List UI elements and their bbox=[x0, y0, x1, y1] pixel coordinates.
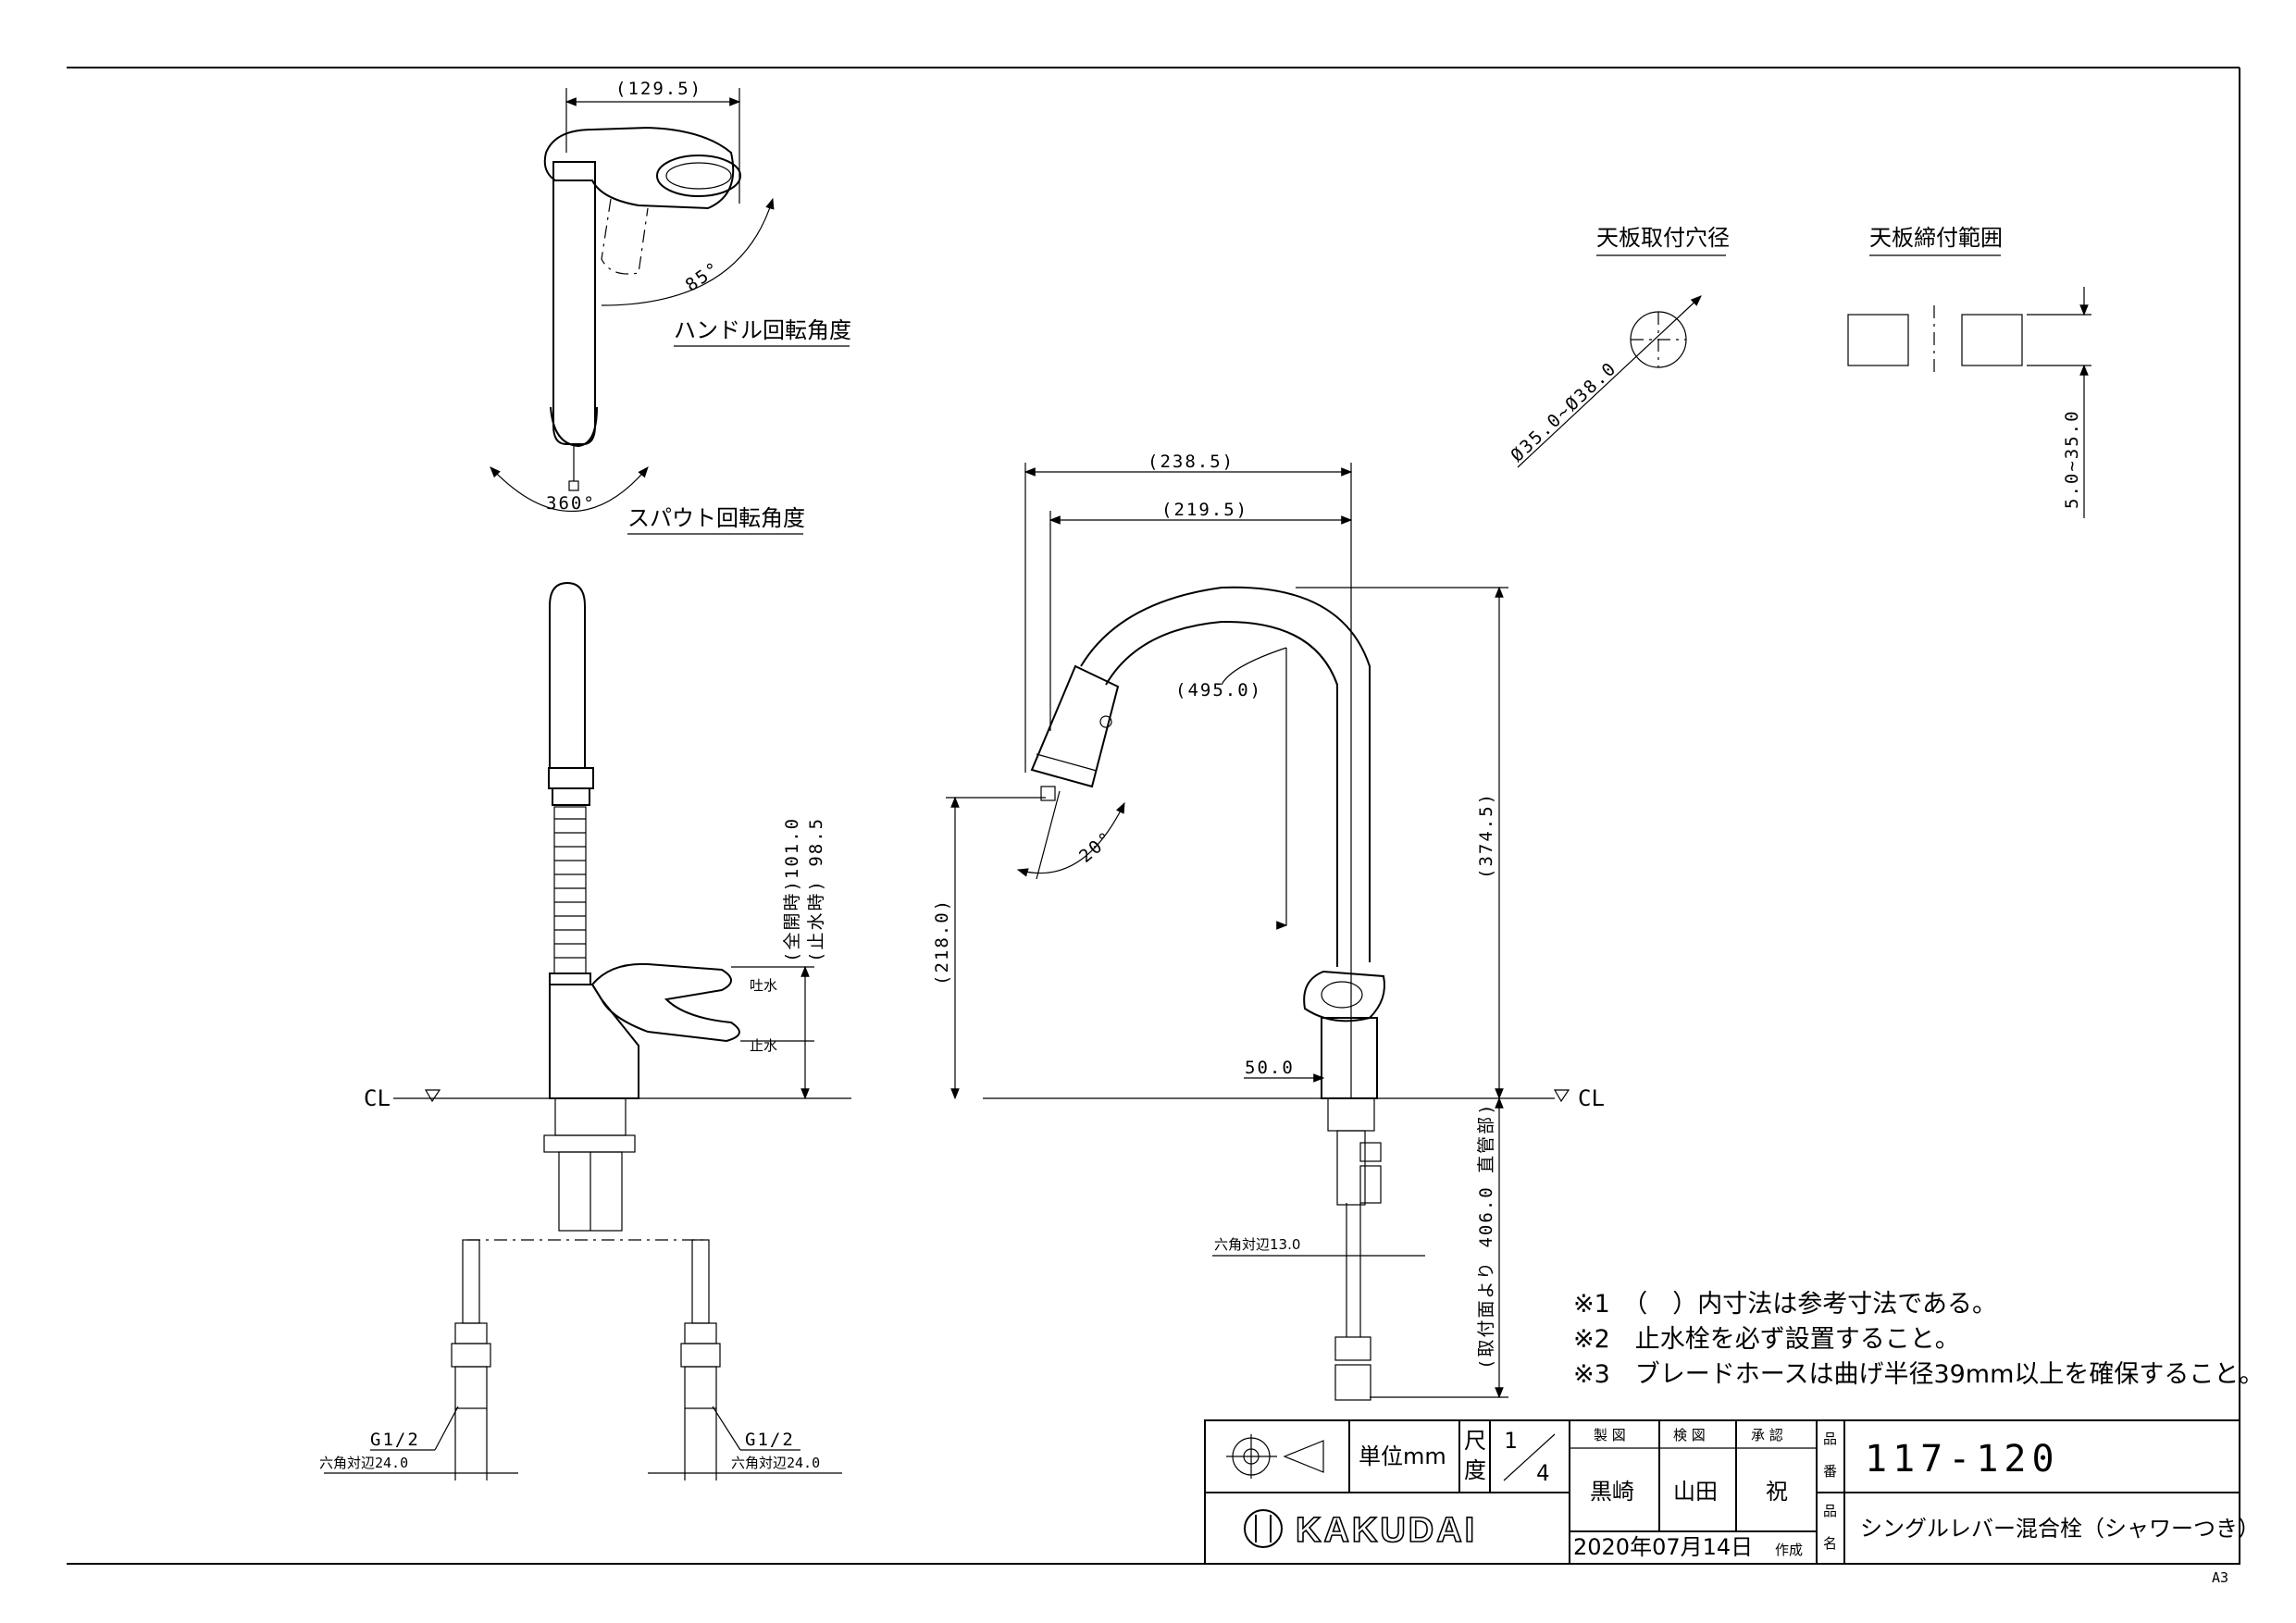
hole-label: 天板取付穴径 bbox=[1596, 225, 1730, 251]
top-view: (129.5) 85° ハンドル回転角度 360° スパウト回転角度 bbox=[490, 79, 851, 535]
name-label-2: 名 bbox=[1823, 1535, 1837, 1552]
part-no-label-1: 品 bbox=[1823, 1431, 1837, 1447]
note-2: ※2 止水栓を必ず設置すること。 bbox=[1573, 1325, 1960, 1354]
drawn-head: 製 図 bbox=[1594, 1427, 1626, 1443]
right-hex-label: 六角対辺24.0 bbox=[731, 1455, 820, 1471]
dim-495: (495.0) bbox=[1175, 680, 1262, 700]
clamp-dim: 5.0~35.0 bbox=[2062, 409, 2082, 509]
clamp-label: 天板締付範囲 bbox=[1869, 225, 2003, 251]
label-discharge: 吐水 bbox=[750, 977, 777, 994]
date: 2020年07月14日 bbox=[1573, 1534, 1753, 1560]
front-cl: CL bbox=[364, 1085, 391, 1111]
side-cl: CL bbox=[1578, 1085, 1605, 1111]
scale-num: 1 bbox=[1504, 1428, 1517, 1454]
handle-angle-text: 85° bbox=[682, 258, 725, 296]
spout-rotation-label: スパウト回転角度 bbox=[627, 505, 805, 531]
approved-head: 承 認 bbox=[1751, 1427, 1783, 1443]
paper-size: A3 bbox=[2212, 1569, 2228, 1586]
label-stop: 止水 bbox=[750, 1037, 777, 1054]
dim-full-open: (全開時)101.0 bbox=[782, 817, 802, 962]
right-thread-label: G1/2 bbox=[745, 1430, 795, 1450]
approved-by: 祝 bbox=[1766, 1479, 1788, 1505]
dim-219: (219.5) bbox=[1161, 500, 1248, 520]
note-3: ※3 ブレードホースは曲げ半径39mm以上を確保すること。 bbox=[1573, 1360, 2264, 1389]
hex-13-label: 六角対辺13.0 bbox=[1214, 1236, 1300, 1253]
clamp-range-detail: 天板締付範囲 5.0~35.0 bbox=[1847, 225, 2091, 518]
hole-dim: Ø35.0~Ø38.0 bbox=[1507, 358, 1620, 466]
dim-stop: (止水時) 98.5 bbox=[806, 817, 826, 962]
name-label-1: 品 bbox=[1823, 1503, 1837, 1519]
handle-rotation-label: ハンドル回転角度 bbox=[674, 317, 851, 343]
created: 作成 bbox=[1775, 1542, 1803, 1558]
scale-den: 4 bbox=[1536, 1460, 1549, 1486]
dim-406: (取付面より 406.0 直管部) bbox=[1476, 1102, 1496, 1369]
brand-logo: KAKUDAI bbox=[1244, 1509, 1477, 1551]
title-block: 単位mm 尺 度 1 4 製 図 検 図 承 認 黒崎 山田 祝 品 番 117… bbox=[1204, 1419, 2260, 1565]
dim-218: (218.0) bbox=[932, 898, 952, 985]
front-view: (全開時)101.0 (止水時) 98.5 吐水 止水 CL G1/2 六角対辺… bbox=[319, 581, 851, 1481]
dim-width-129: (129.5) bbox=[615, 79, 702, 99]
part-no: 117-120 bbox=[1865, 1438, 2060, 1481]
part-no-label-2: 番 bbox=[1823, 1463, 1837, 1480]
drawn-by: 黒崎 bbox=[1590, 1479, 1634, 1505]
spout-angle-text: 360° bbox=[546, 493, 596, 514]
unit-label: 単位mm bbox=[1359, 1443, 1446, 1469]
product-name: シングルレバー混合栓（シャワーつき） bbox=[1860, 1516, 2260, 1542]
brand-name: KAKUDAI bbox=[1296, 1511, 1477, 1550]
hole-detail: 天板取付穴径 Ø35.0~Ø38.0 bbox=[1507, 225, 1730, 468]
angle-20: 20° bbox=[1075, 827, 1117, 867]
scale-label-2: 度 bbox=[1464, 1457, 1486, 1483]
checked-head: 検 図 bbox=[1673, 1427, 1706, 1443]
note-1: ※1 （ ）内寸法は参考寸法である。 bbox=[1573, 1290, 1997, 1319]
dim-50: 50.0 bbox=[1245, 1058, 1295, 1078]
notes: ※1 （ ）内寸法は参考寸法である。 ※2 止水栓を必ず設置すること。 ※3 ブ… bbox=[1573, 1290, 2264, 1389]
checked-by: 山田 bbox=[1673, 1479, 1718, 1505]
side-view: (238.5) (219.5) (495.0) (374.5) (218.0) … bbox=[932, 452, 1605, 1401]
scale-label-1: 尺 bbox=[1464, 1428, 1486, 1454]
dim-238: (238.5) bbox=[1148, 452, 1235, 472]
left-thread-label: G1/2 bbox=[370, 1430, 420, 1450]
dim-374: (374.5) bbox=[1476, 792, 1496, 879]
left-hex-label: 六角対辺24.0 bbox=[319, 1455, 408, 1471]
